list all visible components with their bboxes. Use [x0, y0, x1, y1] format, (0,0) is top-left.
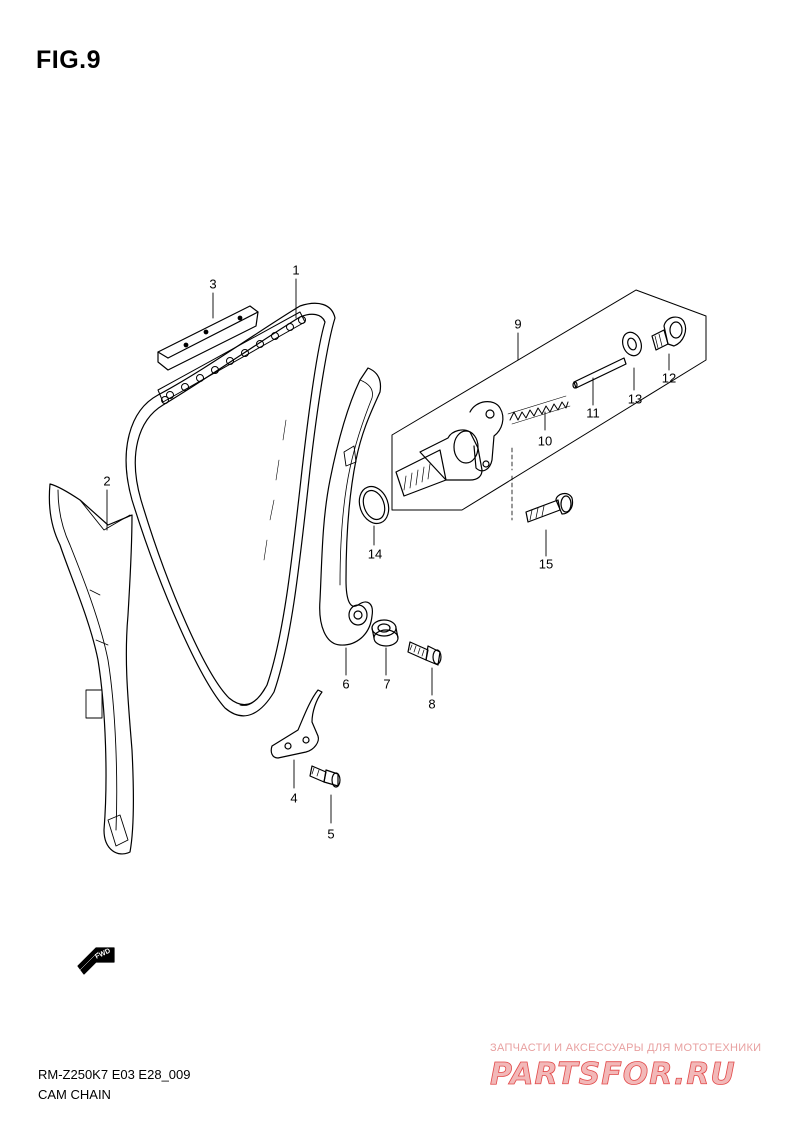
- callout-4: 4: [290, 790, 298, 806]
- callout-9: 9: [514, 316, 522, 332]
- chain-guide-left: [48, 483, 134, 855]
- tensioner-mount-bolt: [511, 447, 574, 523]
- callout-8: 8: [428, 696, 436, 712]
- watermark-tagline: ЗАПЧАСТИ И АКСЕССУАРЫ ДЛЯ МОТОТЕХНИКИ: [490, 1042, 762, 1054]
- callout-13: 12: [661, 370, 677, 386]
- callout-14: 14: [367, 546, 383, 562]
- chain-links: [157, 311, 306, 404]
- diagram-code: RM-Z250K7 E03 E28_009: [38, 1067, 191, 1082]
- tensioner-spring: [507, 395, 571, 425]
- cam-chain: [125, 302, 336, 717]
- forward-direction-marker: [77, 947, 115, 975]
- callout-5: 5: [327, 826, 335, 842]
- figure-title: FIG.9: [36, 46, 102, 74]
- callout-7: 7: [383, 676, 391, 692]
- callout-3: 3: [209, 276, 217, 292]
- o-ring: [358, 485, 390, 525]
- tensioner-assembly-box: [391, 289, 707, 511]
- tensioner-cap-bolt: [651, 316, 687, 351]
- tensioner-rod: [572, 357, 627, 389]
- bracket-bolt: [309, 765, 341, 788]
- tensioner-body: [395, 401, 504, 497]
- callout-6: 6: [342, 676, 350, 692]
- sealing-washer: [621, 331, 643, 357]
- callout-2: 2: [103, 473, 111, 489]
- stopper-bracket: [270, 689, 323, 759]
- upper-chain-guide: [157, 305, 259, 371]
- guide-bolt: [407, 641, 442, 666]
- callout-15: 15: [538, 556, 554, 572]
- chain-side-hatching: [263, 419, 287, 561]
- watermark-logo: PARTSFOR.RU: [490, 1057, 736, 1090]
- watermark-logo-text: PARTSFOR.RU: [490, 1057, 736, 1090]
- tensioner-guide: [319, 367, 382, 646]
- pivot-collar: [371, 619, 399, 647]
- callout-12: 13: [627, 391, 643, 407]
- callout-1: 1: [292, 262, 300, 278]
- callout-10: 10: [537, 433, 553, 449]
- diagram-name: CAM CHAIN: [38, 1087, 111, 1102]
- leader-lines: [106, 278, 670, 824]
- callout-11: 11: [586, 405, 600, 421]
